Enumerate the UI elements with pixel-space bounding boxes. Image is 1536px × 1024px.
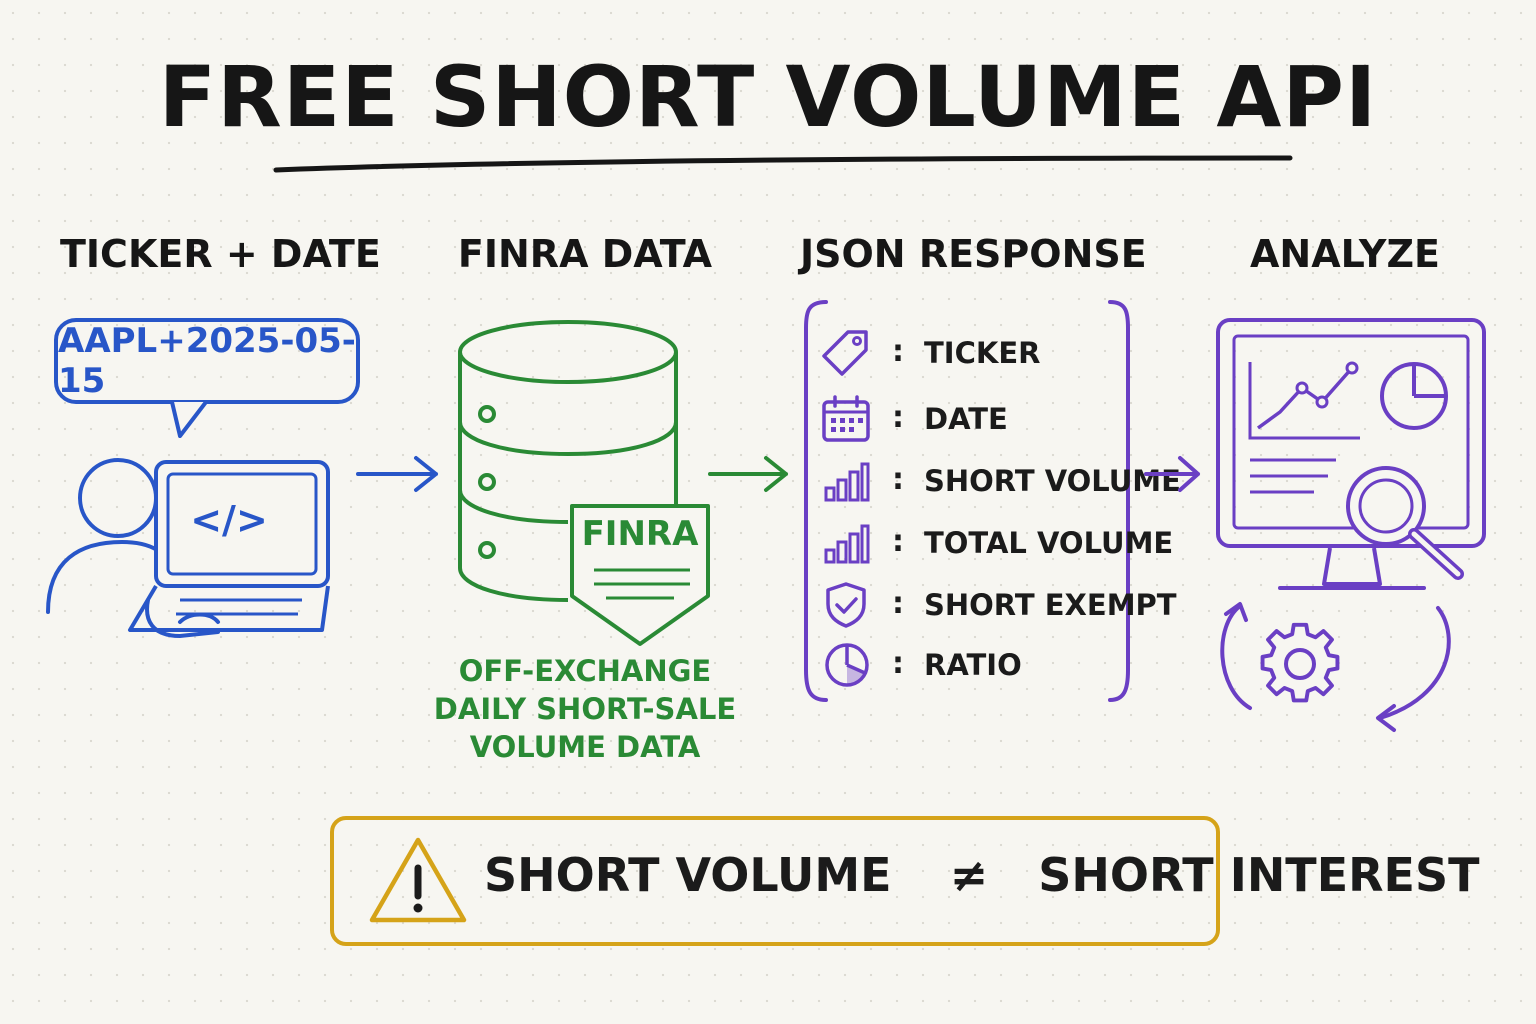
step-heading-ticker-date: TICKER + DATE	[60, 232, 381, 276]
code-symbol: </>	[190, 498, 268, 542]
warning-icon	[369, 837, 467, 923]
json-separator: :	[892, 646, 904, 681]
shield-check-icon	[826, 582, 866, 628]
json-field-label: TICKER	[924, 336, 1041, 370]
json-field-label: DATE	[924, 402, 1008, 436]
json-separator: :	[892, 462, 904, 497]
arrow-right-icon	[356, 456, 438, 492]
request-speech-bubble: AAPL+2025-05-15	[54, 318, 360, 404]
finra-caption-line: VOLUME DATA	[469, 730, 701, 764]
title-underline	[273, 155, 1293, 173]
step-heading-json-response: JSON RESPONSE	[800, 232, 1147, 276]
warning-text: SHORT VOLUME ≠ SHORT INTEREST	[484, 848, 1479, 902]
warning-text-short-volume: SHORT VOLUME	[484, 848, 892, 902]
calendar-icon	[822, 395, 870, 442]
finra-caption-line: DAILY SHORT-SALE	[433, 692, 737, 726]
json-field-label: SHORT EXEMPT	[924, 588, 1177, 622]
json-field-row: : SHORT VOLUME	[820, 456, 1181, 506]
not-equal-symbol: ≠	[949, 848, 989, 902]
json-separator: :	[892, 334, 904, 369]
json-field-label: RATIO	[924, 648, 1022, 682]
finra-shield-badge	[570, 504, 710, 646]
pie-chart-icon	[825, 643, 869, 687]
json-field-label: TOTAL VOLUME	[924, 526, 1174, 560]
finra-caption-line: OFF-EXCHANGE	[458, 654, 712, 688]
arrow-right-icon	[708, 456, 788, 492]
json-field-row: : TICKER	[820, 328, 1120, 378]
step-heading-finra-data: FINRA DATA	[457, 232, 713, 276]
json-field-row: : TOTAL VOLUME	[820, 518, 1173, 568]
json-separator: :	[892, 524, 904, 559]
json-field-row: : DATE	[820, 394, 1120, 444]
arrow-right-icon	[1144, 456, 1200, 492]
developer-laptop-icon	[46, 458, 330, 639]
tag-icon	[822, 330, 868, 376]
warning-text-short-interest: SHORT INTEREST	[1038, 848, 1480, 902]
speech-bubble-tail	[170, 400, 208, 438]
finra-badge-label: FINRA	[581, 514, 699, 554]
warning-callout	[330, 816, 1220, 946]
page-title: FREE SHORT VOLUME API	[158, 48, 1378, 146]
json-braces	[804, 300, 1130, 702]
json-field-label: SHORT VOLUME	[924, 464, 1181, 498]
request-bubble-text: AAPL+2025-05-15	[58, 321, 356, 401]
json-separator: :	[892, 400, 904, 435]
analytics-monitor-icon	[1216, 318, 1486, 732]
database-icon	[458, 320, 678, 602]
json-separator: :	[892, 586, 904, 621]
json-field-row: : SHORT EXEMPT	[820, 580, 1177, 630]
bar-chart-icon	[824, 462, 870, 502]
json-field-row: : RATIO	[820, 640, 1120, 690]
finra-caption: OFF-EXCHANGE DAILY SHORT-SALE VOLUME DAT…	[430, 652, 740, 766]
bar-chart-icon	[824, 524, 870, 564]
step-heading-analyze: ANALYZE	[1250, 232, 1440, 276]
